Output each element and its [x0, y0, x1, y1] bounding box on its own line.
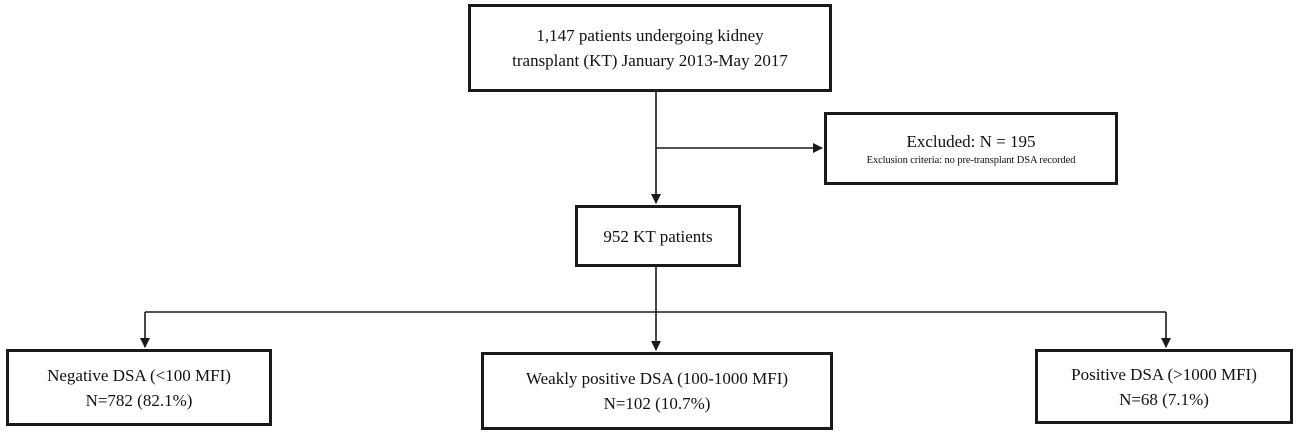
positive-dsa-label: Positive DSA (>1000 MFI) — [1071, 364, 1257, 384]
excluded-title: Excluded: N = 195 — [906, 132, 1036, 151]
positive-dsa-count: N=68 (7.1%) — [1119, 389, 1209, 409]
total-patients-line1: 1,147 patients undergoing kidney — [536, 26, 764, 45]
positive-dsa-box: Positive DSA (>1000 MFI) N=68 (7.1%) — [1035, 349, 1293, 424]
total-patients-line2: transplant (KT) January 2013-May 2017 — [512, 51, 788, 70]
weak-positive-dsa-box: Weakly positive DSA (100-1000 MFI) N=102… — [481, 352, 833, 430]
total-patients-box: 1,147 patients undergoing kidney transpl… — [468, 4, 832, 92]
kt-patients-box: 952 KT patients — [575, 205, 741, 267]
exclusion-criteria: Exclusion criteria: no pre-transplant DS… — [866, 155, 1076, 166]
weak-positive-dsa-label: Weakly positive DSA (100-1000 MFI) — [525, 369, 789, 388]
negative-dsa-box: Negative DSA (<100 MFI) N=782 (82.1%) — [6, 349, 272, 426]
excluded-box: Excluded: N = 195 Exclusion criteria: no… — [824, 112, 1118, 185]
weak-positive-dsa-count: N=102 (10.7%) — [603, 394, 711, 413]
negative-dsa-label: Negative DSA (<100 MFI) — [47, 365, 231, 385]
kt-patients-label: 952 KT patients — [603, 226, 713, 246]
negative-dsa-count: N=782 (82.1%) — [85, 390, 193, 410]
